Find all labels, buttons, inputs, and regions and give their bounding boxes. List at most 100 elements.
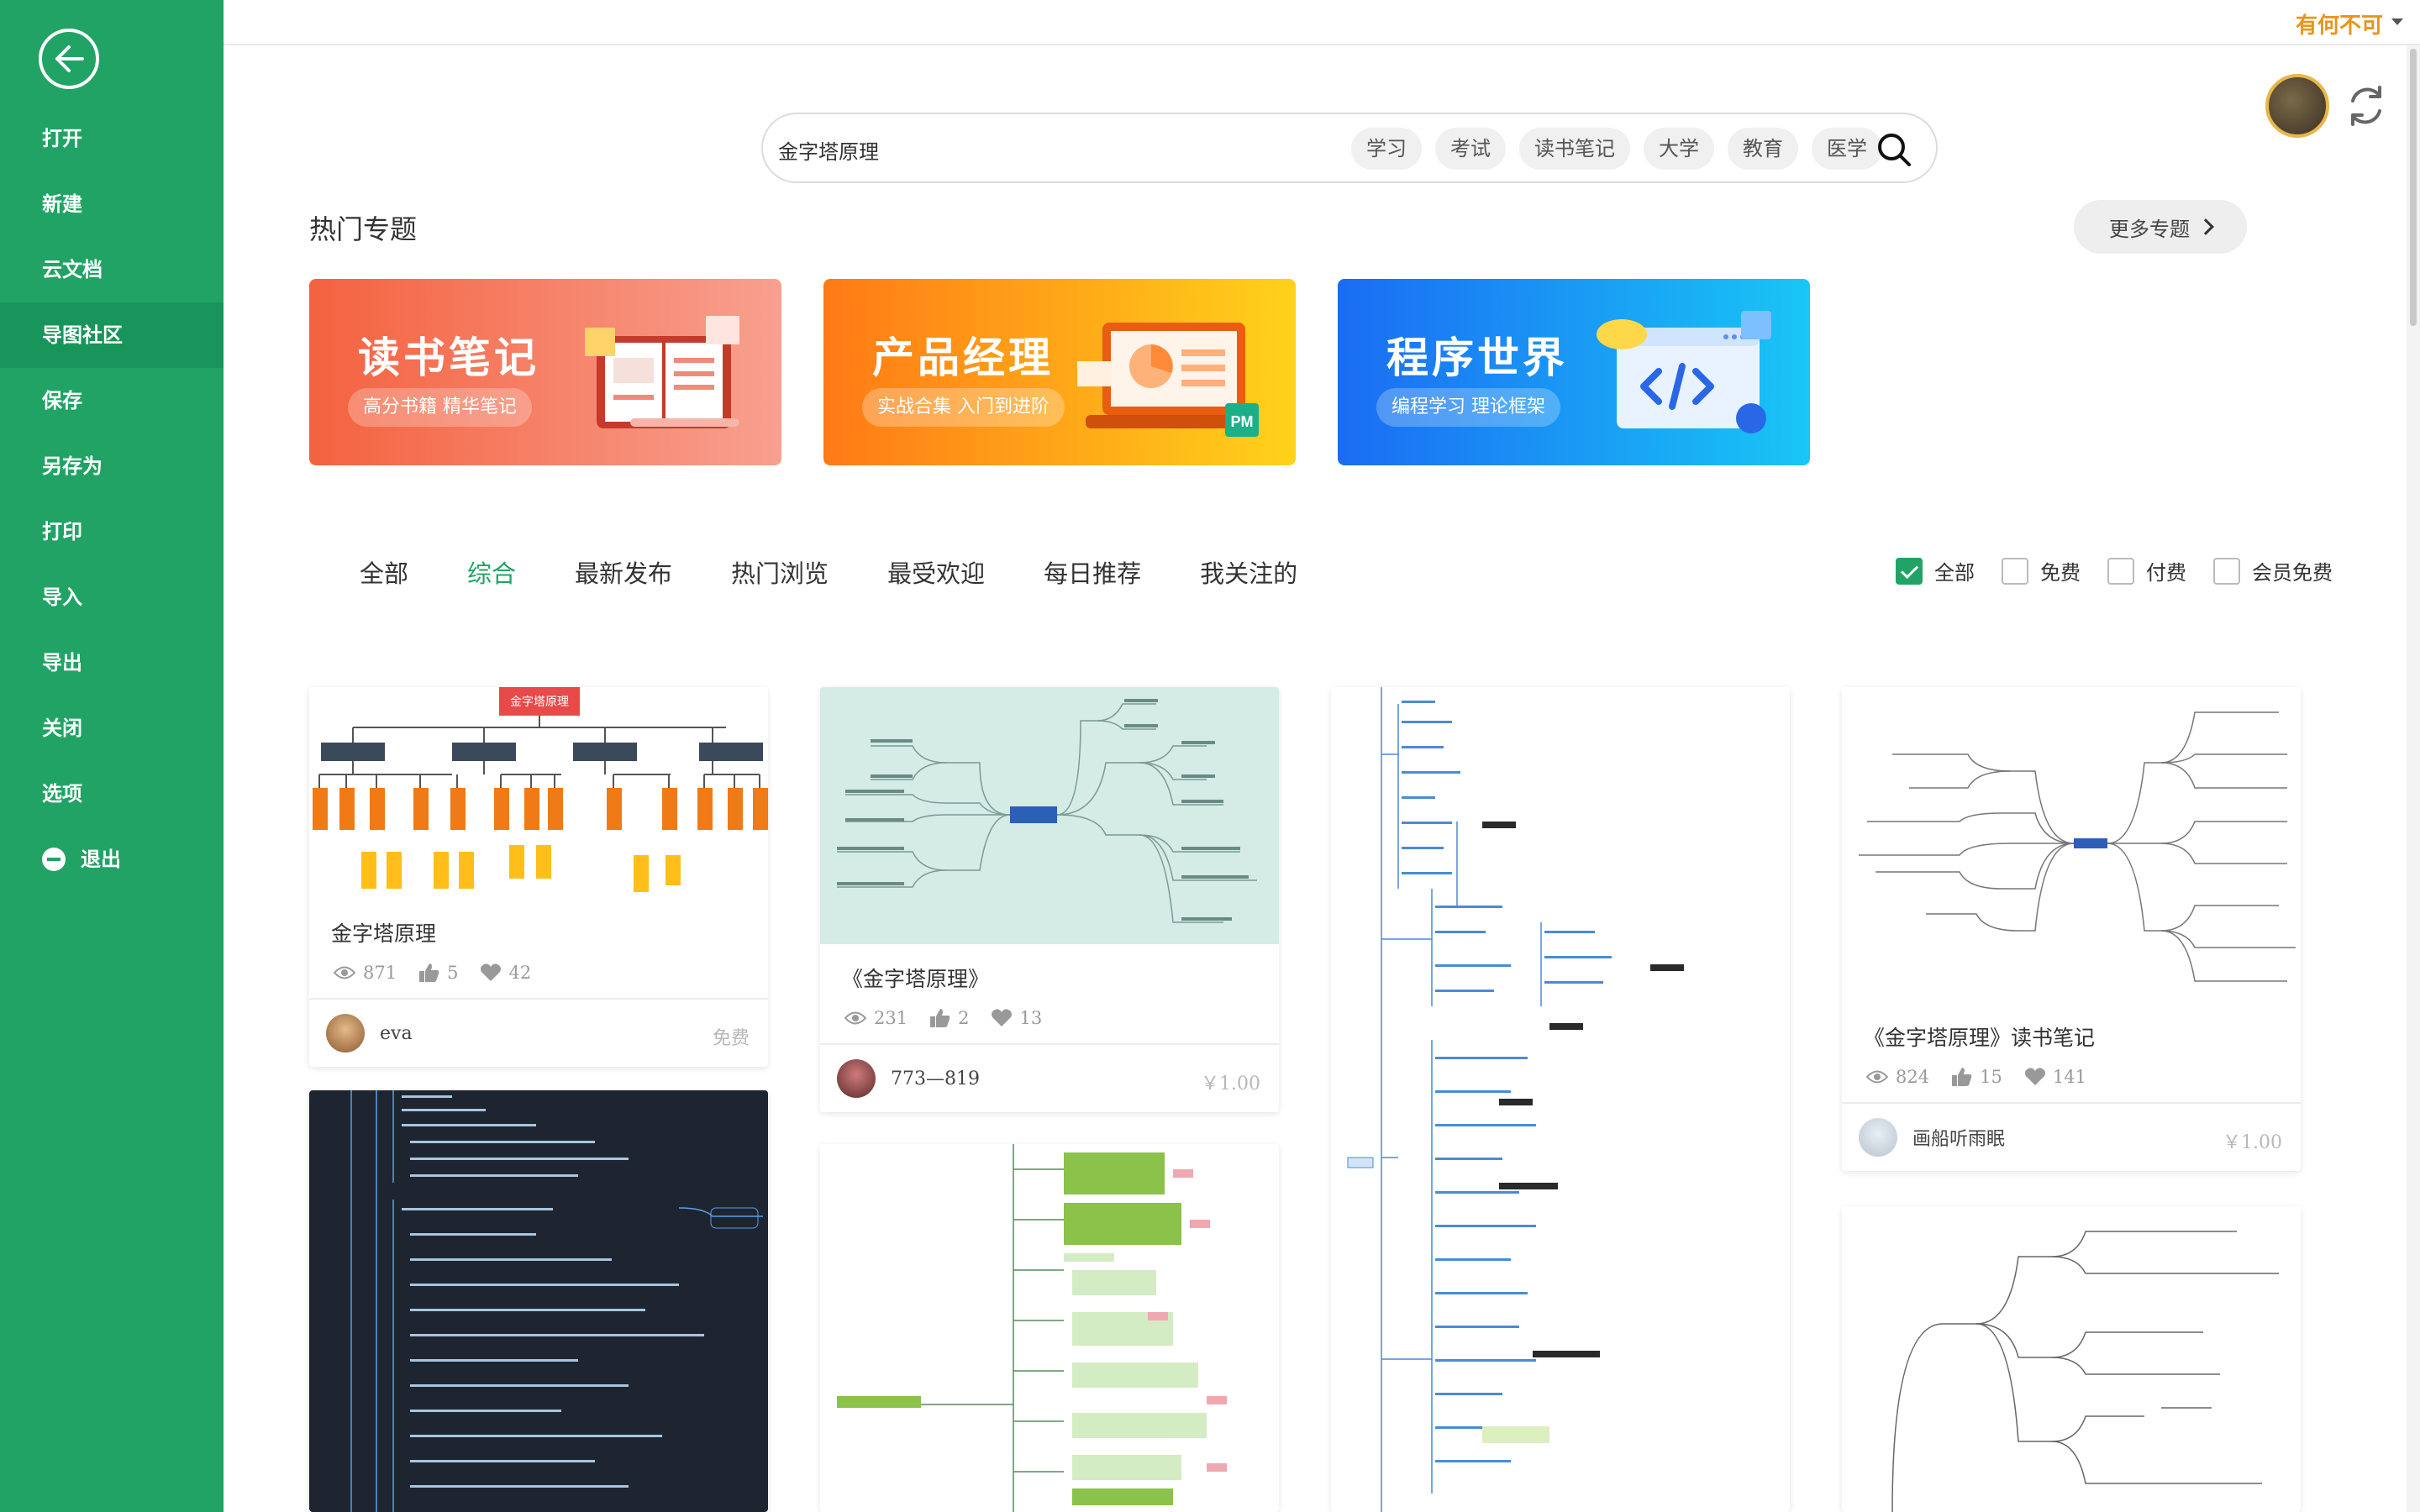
scrollbar-thumb[interactable] <box>2410 49 2417 326</box>
search-tag[interactable]: 考试 <box>1435 128 1506 170</box>
filter-free[interactable]: 免费 <box>2002 556 2081 585</box>
mindmap-card[interactable] <box>820 1144 1279 1512</box>
menu-open[interactable]: 打开 <box>42 127 82 150</box>
price-filters: 全部 免费 付费 会员免费 <box>1896 556 2360 585</box>
eye-icon <box>333 966 356 979</box>
card-title: 《金字塔原理》读书笔记 <box>1864 1026 2096 1050</box>
mindmap-thumbnail <box>1842 687 2301 1003</box>
tab-latest[interactable]: 最新发布 <box>575 559 673 588</box>
heart-icon <box>992 1009 1013 1026</box>
tab-following[interactable]: 我关注的 <box>1200 559 1298 588</box>
back-button[interactable] <box>39 29 99 89</box>
mindmap-diagram-thumbnail <box>837 699 1257 923</box>
author-name[interactable]: eva <box>380 1022 413 1044</box>
refresh-icon[interactable] <box>2343 82 2390 129</box>
category-tabs: 全部 综合 最新发布 热门浏览 最受欢迎 每日推荐 我关注的 <box>360 554 1356 590</box>
menu-export[interactable]: 导出 <box>42 651 82 675</box>
eye-icon <box>1865 1070 1889 1084</box>
heart-icon <box>481 963 502 981</box>
tab-hot[interactable]: 热门浏览 <box>731 559 829 588</box>
chevron-right-icon <box>2197 218 2214 235</box>
book-illustration-icon <box>585 316 739 428</box>
search-tag[interactable]: 教育 <box>1728 128 1798 170</box>
mindmap-card[interactable] <box>1331 687 1790 1512</box>
caret-down-icon[interactable] <box>2391 18 2403 25</box>
search-tags: 学习 考试 读书笔记 大学 教育 医学 <box>1351 128 1882 170</box>
card-stats: 871 5 42 <box>309 963 768 983</box>
menu-print[interactable]: 打印 <box>42 520 82 543</box>
author-avatar[interactable] <box>837 1059 876 1098</box>
price-label: 免费 <box>712 1028 750 1049</box>
mindmap-card[interactable]: 金字塔原理 金字塔原理 871 5 42 eva <box>309 687 768 1067</box>
tab-comprehensive[interactable]: 综合 <box>467 559 517 588</box>
user-avatar[interactable] <box>2265 74 2329 138</box>
tree-diagram-thumbnail <box>1347 687 1684 1512</box>
search-input[interactable] <box>778 133 1249 166</box>
thumbs-up-icon <box>1952 1068 1972 1086</box>
dark-tree-diagram-thumbnail <box>350 1090 763 1512</box>
thumbs-up-icon <box>419 963 439 982</box>
search-tag[interactable]: 医学 <box>1812 128 1882 170</box>
code-window-illustration-icon <box>1597 311 1771 433</box>
user-menu[interactable]: 有何不可 <box>2295 13 2383 39</box>
mindmap-card[interactable] <box>1842 1206 2301 1512</box>
mindmap-card[interactable] <box>309 1090 768 1512</box>
card-footer: 773—819 ￥1.00 <box>820 1043 1279 1112</box>
mindmap-thumbnail: 金字塔原理 <box>309 687 768 899</box>
search-icon[interactable] <box>1876 131 1912 168</box>
mindmap-thumbnail <box>820 687 1279 944</box>
menu-close[interactable]: 关闭 <box>42 717 82 740</box>
scrollbar-track[interactable] <box>2407 45 2420 1512</box>
menu-import[interactable]: 导入 <box>42 585 82 609</box>
mindmap-diagram-thumbnail <box>1891 1231 2279 1512</box>
card-title: 《金字塔原理》 <box>842 967 990 991</box>
heart-icon <box>2024 1068 2045 1085</box>
filter-paid[interactable]: 付费 <box>2107 556 2186 585</box>
search-tag[interactable]: 大学 <box>1644 128 1714 170</box>
menu-save[interactable]: 保存 <box>42 389 82 412</box>
menu-options[interactable]: 选项 <box>42 782 82 806</box>
checkbox[interactable] <box>1896 557 1923 585</box>
mindmap-card[interactable]: 《金字塔原理》读书笔记 824 15 141 画船听雨眠 ￥1.00 <box>1842 687 2301 1171</box>
author-name[interactable]: 画船听雨眠 <box>1912 1129 2006 1150</box>
author-avatar[interactable] <box>1859 1118 1897 1157</box>
author-avatar[interactable] <box>326 1014 365 1053</box>
author-name[interactable]: 773—819 <box>891 1068 980 1089</box>
search-bar: 学习 考试 读书笔记 大学 教育 医学 <box>761 113 1938 183</box>
tab-popular[interactable]: 最受欢迎 <box>887 559 986 588</box>
tab-all[interactable]: 全部 <box>360 559 409 588</box>
menu-exit[interactable]: 退出 <box>0 827 224 892</box>
price-label: ￥1.00 <box>2223 1132 2282 1153</box>
banner-programming-world[interactable]: 程序世界 编程学习 理论框架 <box>1338 279 1810 465</box>
checkbox[interactable] <box>2213 557 2240 585</box>
mindmap-card[interactable]: 《金字塔原理》 231 2 13 773—819 ￥1.00 <box>820 687 1279 1112</box>
filter-member-free[interactable]: 会员免费 <box>2213 556 2333 585</box>
section-title: 热门专题 <box>309 213 418 245</box>
arrow-left-icon <box>55 45 84 72</box>
banner-reading-notes[interactable]: 读书笔记 高分书籍 精华笔记 <box>309 279 781 465</box>
sidebar: 打开 新建 云文档 导图社区 保存 另存为 打印 导入 导出 关闭 选项 退出 <box>0 0 224 1512</box>
more-topics-button[interactable]: 更多专题 <box>2074 200 2247 254</box>
file-menu: 打开 新建 云文档 导图社区 保存 另存为 打印 导入 导出 关闭 选项 退出 <box>0 106 224 892</box>
top-bar: 有何不可 <box>224 0 2420 45</box>
svg-text:金字塔原理: 金字塔原理 <box>510 696 569 709</box>
search-tag[interactable]: 读书笔记 <box>1519 128 1630 170</box>
pyramid-chart-thumbnail: 金字塔原理 <box>313 687 768 892</box>
search-tag[interactable]: 学习 <box>1351 128 1422 170</box>
menu-save-as[interactable]: 另存为 <box>42 454 103 478</box>
checkbox[interactable] <box>2107 557 2134 585</box>
mindmap-thumbnail <box>1331 687 1790 1512</box>
card-footer: 画船听雨眠 ￥1.00 <box>1842 1102 2301 1171</box>
exit-icon <box>42 848 66 871</box>
menu-mindmap-community[interactable]: 导图社区 <box>0 302 224 368</box>
banner-product-manager[interactable]: 产品经理 实战合集 入门到进阶 PM <box>823 279 1296 465</box>
card-stats: 824 15 141 <box>1842 1067 2301 1087</box>
menu-new[interactable]: 新建 <box>42 192 82 216</box>
green-mindmap-thumbnail <box>837 1144 1227 1512</box>
thumbs-up-icon <box>930 1009 950 1027</box>
checkbox[interactable] <box>2002 557 2028 585</box>
menu-cloud-docs[interactable]: 云文档 <box>42 258 103 281</box>
tab-daily[interactable]: 每日推荐 <box>1044 559 1142 588</box>
filter-all[interactable]: 全部 <box>1896 556 1975 585</box>
svg-text:PM: PM <box>1231 413 1254 430</box>
